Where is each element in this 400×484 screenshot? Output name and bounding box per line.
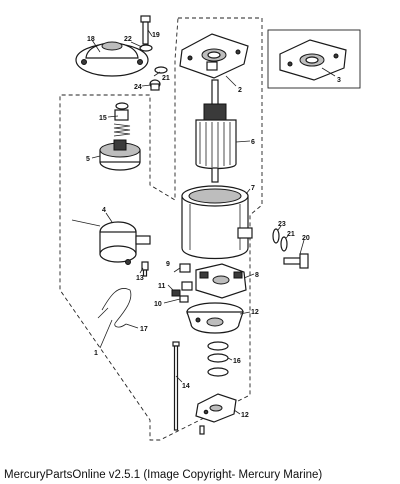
callout-14: 14 (182, 383, 190, 390)
callout-21-top: 21 (162, 75, 170, 82)
callout-21-right: 21 (287, 231, 295, 238)
washer-16b[interactable] (207, 353, 229, 363)
callout-20: 20 (302, 235, 310, 242)
wire-bracket-17[interactable] (97, 288, 132, 328)
callout-3: 3 (337, 77, 341, 84)
callout-19: 19 (152, 32, 160, 39)
end-plate-12[interactable] (195, 393, 237, 423)
callout-24: 24 (134, 84, 142, 91)
assembly-outline-1 (59, 17, 263, 441)
callout-11: 11 (158, 283, 166, 290)
bolt-20[interactable] (283, 253, 309, 269)
screw-13[interactable] (141, 261, 149, 277)
callout-6: 6 (251, 139, 255, 146)
end-cap-18[interactable] (75, 41, 149, 77)
callout-17: 17 (140, 326, 148, 333)
callout-15: 15 (99, 115, 107, 122)
drive-spring-15[interactable] (113, 102, 131, 137)
washer-16c[interactable] (207, 367, 229, 377)
callout-23: 23 (278, 221, 286, 228)
callout-12-upper: 12 (251, 309, 259, 316)
washer-21[interactable] (154, 66, 168, 74)
solenoid-4[interactable] (71, 219, 151, 265)
brush-9[interactable] (179, 263, 193, 291)
callout-1: 1 (94, 350, 98, 357)
exploded-parts-diagram: 18 19 22 21 24 2 3 15 5 6 7 4 23 21 20 9… (59, 15, 361, 441)
screw-11[interactable] (171, 289, 181, 297)
brush-holder-8[interactable] (195, 263, 247, 299)
callout-10: 10 (154, 301, 162, 308)
callout-4: 4 (102, 207, 106, 214)
armature-6[interactable] (195, 79, 237, 183)
washer-21b[interactable] (280, 236, 288, 252)
callout-9: 9 (166, 261, 170, 268)
callout-2: 2 (238, 87, 242, 94)
screw-12[interactable] (199, 425, 205, 435)
callout-22: 22 (124, 36, 132, 43)
washer-16a[interactable] (207, 341, 229, 351)
end-cap-12[interactable] (186, 302, 244, 334)
bracket-3[interactable] (279, 39, 347, 81)
detail-box-3 (267, 29, 361, 89)
callout-8: 8 (255, 272, 259, 279)
bracket-2[interactable] (179, 33, 249, 79)
bolt-19[interactable] (140, 15, 151, 45)
callout-12-lower: 12 (241, 412, 249, 419)
through-bolt-14[interactable] (172, 341, 180, 431)
leader-lines (91, 29, 336, 415)
callout-18: 18 (87, 36, 95, 43)
callout-13: 13 (136, 275, 144, 282)
drive-pinion-5[interactable] (99, 139, 141, 171)
callout-5: 5 (86, 156, 90, 163)
nut-24[interactable] (149, 79, 161, 91)
copyright-caption: MercuryPartsOnline v2.5.1 (Image Copyrig… (4, 469, 323, 481)
washer-23[interactable] (272, 228, 280, 244)
callout-7: 7 (251, 185, 255, 192)
washer-22[interactable] (139, 44, 153, 52)
callout-16: 16 (233, 358, 241, 365)
frame-7[interactable] (181, 185, 253, 260)
brush-10[interactable] (179, 295, 189, 303)
